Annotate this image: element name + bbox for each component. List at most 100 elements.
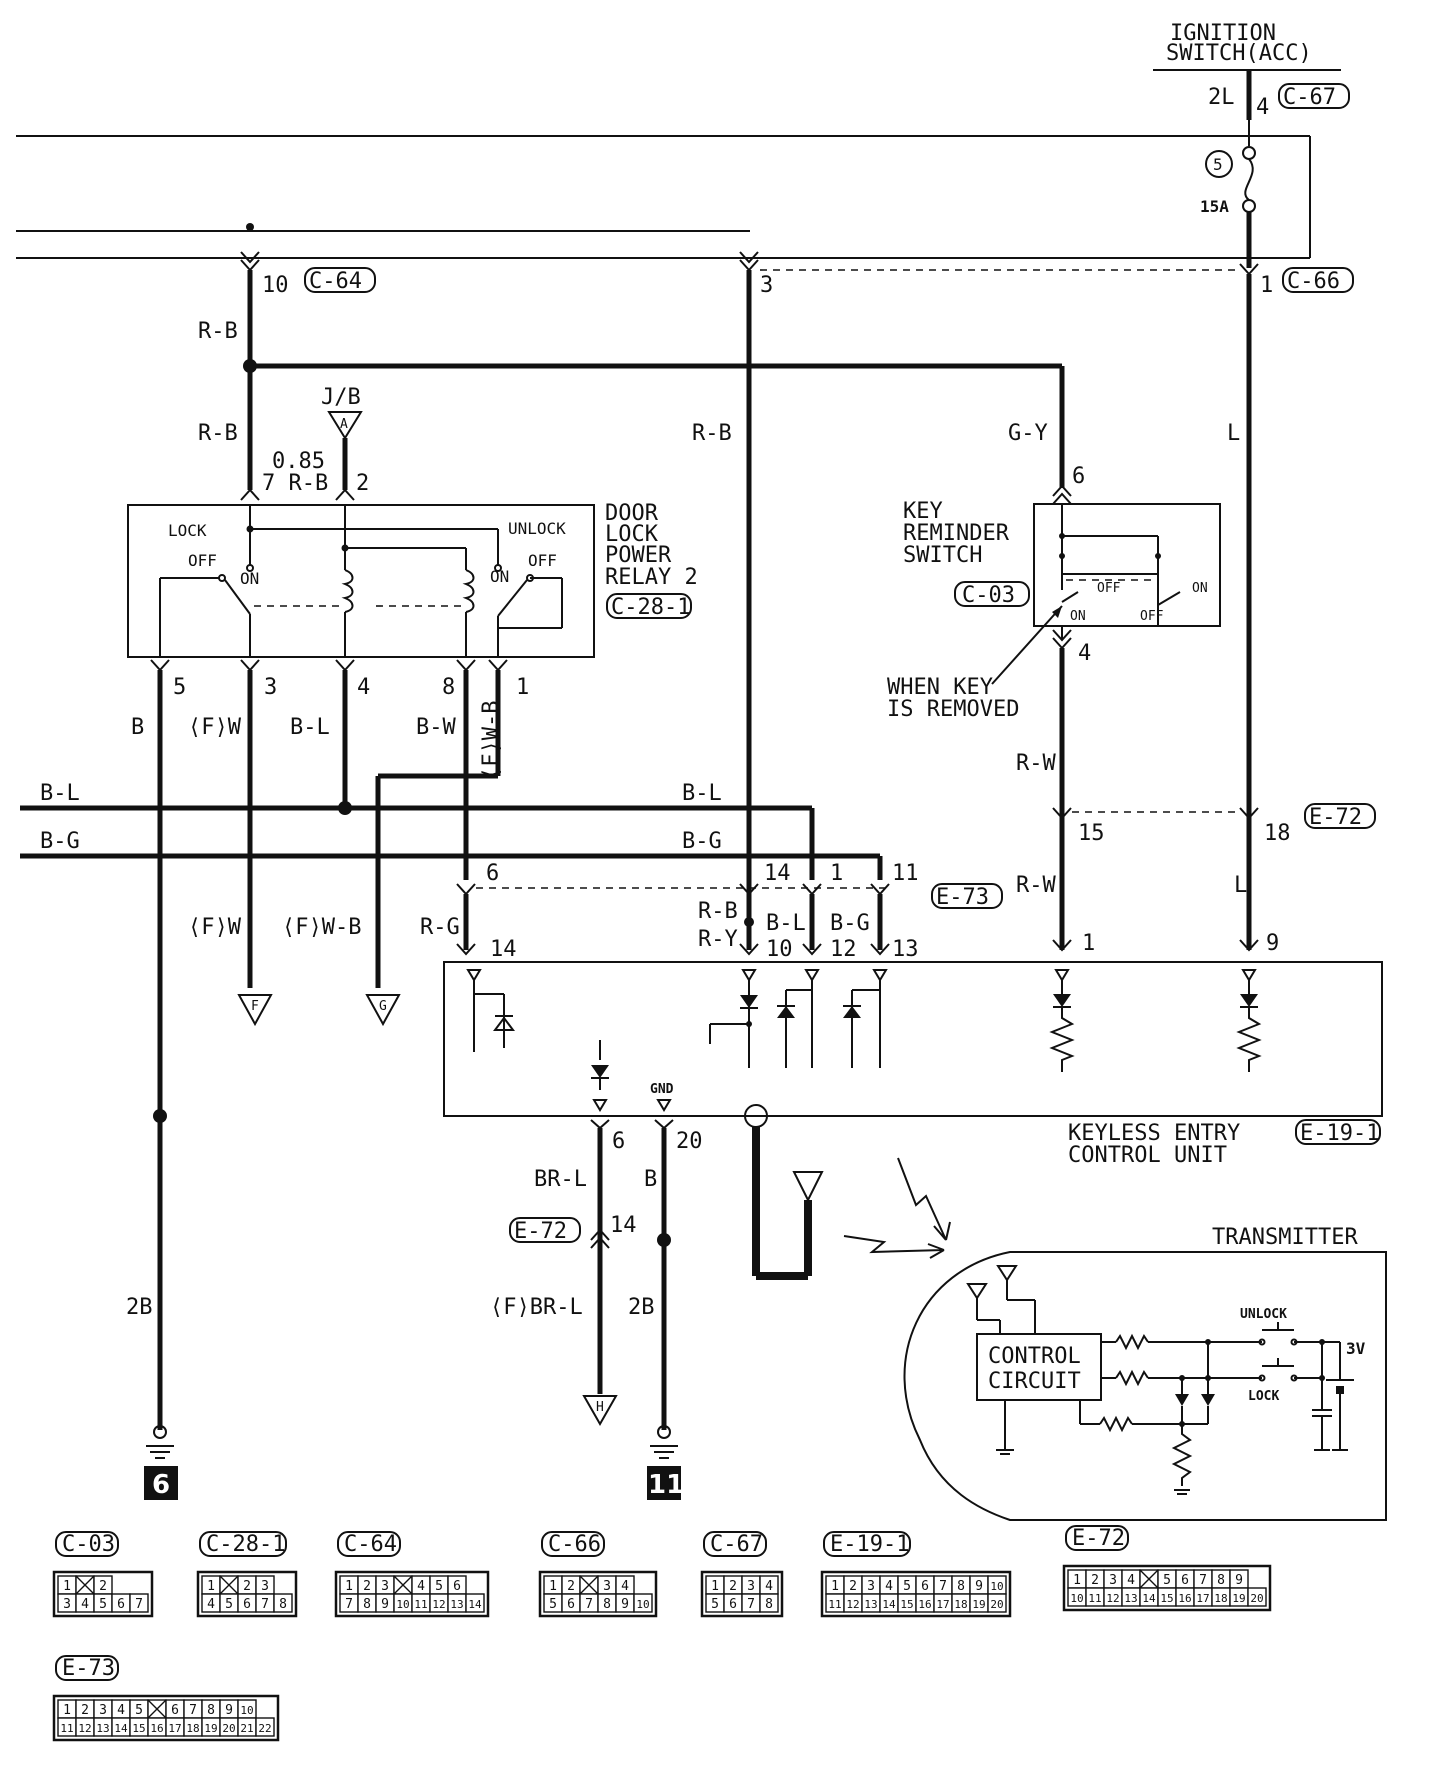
- connector-pin: 22: [258, 1722, 271, 1735]
- connector-pin: 8: [1217, 1573, 1225, 1588]
- connector-pin: 13: [450, 1598, 463, 1611]
- connector-pin: 19: [204, 1722, 217, 1735]
- connector-pin: 8: [603, 1597, 611, 1612]
- relay-name-3: POWER: [605, 543, 672, 568]
- wire-brl: BR-L: [534, 1167, 587, 1192]
- bus-bl-left: B-L: [40, 781, 80, 806]
- relay-output-wires: [153, 670, 501, 1430]
- ignition-switch: IGNITION SWITCH(ACC) 2L 4 C-67: [1153, 21, 1350, 120]
- connector-pin: 7: [345, 1597, 353, 1612]
- connector-pin: 12: [432, 1598, 445, 1611]
- connector-tag-e72-a: E-72: [1304, 803, 1376, 830]
- connector-pin: 4: [207, 1597, 215, 1612]
- svg-text:C-03: C-03: [962, 583, 1015, 608]
- wire-2l: 2L: [1208, 85, 1235, 110]
- connector-pin: 6: [453, 1579, 461, 1594]
- wire-rb-upper: R-B: [198, 319, 238, 344]
- connector-pin: 2: [849, 1579, 857, 1594]
- connector-pin: 11: [414, 1598, 427, 1611]
- door-lock-power-relay: DOOR LOCK POWER RELAY 2 C-28-1 LOCK UNLO…: [127, 501, 698, 658]
- pin-4: 4: [1256, 95, 1269, 120]
- connector-pin: 5: [903, 1579, 911, 1594]
- svg-text:C-66: C-66: [1287, 269, 1340, 294]
- wire-gy: G-Y: [1008, 421, 1048, 446]
- svg-text:G: G: [379, 999, 387, 1014]
- bus-bl-right: B-L: [682, 781, 722, 806]
- connector-pin: 13: [1124, 1592, 1137, 1605]
- ecu-bottom-wires: 6 20 BR-L B E-72 14 ⟨F⟩BR-L 2B H: [490, 1119, 703, 1430]
- connector-view-tag: E-19-1: [830, 1532, 909, 1557]
- when-key-1: WHEN KEY: [887, 675, 993, 700]
- connector-pin: 1: [831, 1579, 839, 1594]
- connector-view-tag: C-66: [548, 1532, 601, 1557]
- connector-pin: 16: [150, 1722, 163, 1735]
- krs-off-2: OFF: [1140, 609, 1164, 624]
- connector-pin: 8: [363, 1597, 371, 1612]
- connector-pin: 7: [189, 1703, 197, 1718]
- connector-pin: 14: [882, 1598, 896, 1611]
- connector-view-tag: C-64: [344, 1532, 397, 1557]
- rw-l-wires: R-W 15 18 E-72 R-W L 1 9: [1016, 648, 1376, 956]
- connector-pin: 14: [114, 1722, 128, 1735]
- pin-10-ecu: 10: [766, 937, 793, 962]
- keyless-entry-control-unit: KEYLESS ENTRY CONTROL UNIT E-19-1: [443, 961, 1383, 1168]
- wire-fbrl: ⟨F⟩BR-L: [490, 1295, 583, 1320]
- tx-lock-label: LOCK: [1248, 1389, 1279, 1404]
- connector-pin: 12: [78, 1722, 91, 1735]
- ecu-name-1: KEYLESS ENTRY: [1068, 1121, 1240, 1146]
- connector-pin: 5: [1163, 1573, 1171, 1588]
- connector-pin: 13: [864, 1598, 877, 1611]
- connector-pin: 6: [729, 1597, 737, 1612]
- connector-pin: 11: [60, 1722, 73, 1735]
- pin-3: 3: [264, 675, 277, 700]
- transmitter-title: TRANSMITTER: [1212, 1225, 1358, 1250]
- pin-1: 1: [516, 675, 529, 700]
- lower-wire-labels: ⟨F⟩W ⟨F⟩W-B R-G R-B R-Y B-L B-G 14 10 12…: [188, 899, 919, 962]
- connector-pin: 6: [921, 1579, 929, 1594]
- terminal-h: H: [582, 1395, 618, 1427]
- connector-pin: 17: [1196, 1592, 1209, 1605]
- connector-pin: 7: [939, 1579, 947, 1594]
- connector-pin: 7: [747, 1597, 755, 1612]
- svg-text:E-72: E-72: [1309, 805, 1362, 830]
- connector-pin: 4: [81, 1597, 89, 1612]
- connector-pin: 9: [1235, 1573, 1243, 1588]
- connector-tag-c64: C-64: [304, 267, 376, 294]
- connector-tag-e72-b: E-72: [509, 1217, 581, 1244]
- main-wires: R-B R-B R-B G-Y L 6: [198, 270, 1252, 950]
- connector-pin: 12: [1106, 1592, 1119, 1605]
- connector-tag-e19-1: E-19-1: [1295, 1119, 1381, 1146]
- connector-pin: 8: [765, 1597, 773, 1612]
- connector-pin: 7: [135, 1597, 143, 1612]
- relay-unlock-label: UNLOCK: [508, 519, 566, 538]
- krs-on-1: ON: [1192, 581, 1208, 596]
- jb-label: J/B: [321, 385, 361, 410]
- connector-pin: 1: [63, 1579, 71, 1594]
- wire-bl: B-L: [290, 715, 330, 740]
- connector-pin: 5: [99, 1597, 107, 1612]
- krs-name-2: REMINDER: [903, 521, 1010, 546]
- wire-fw: ⟨F⟩W: [188, 715, 242, 740]
- bus-bg-left: B-G: [40, 829, 80, 854]
- connector-tag-e73: E-73: [931, 883, 1003, 910]
- connector-pin: 3: [603, 1579, 611, 1594]
- wire-fwb-lower: ⟨F⟩W-B: [282, 915, 361, 940]
- connector-pin: 5: [225, 1597, 233, 1612]
- connector-pin: 6: [171, 1703, 179, 1718]
- transmitter: TRANSMITTER CONTROL CIRCUIT: [903, 1225, 1387, 1521]
- wire-2b-right: 2B: [628, 1295, 655, 1320]
- pin-14-e72: 14: [610, 1213, 637, 1238]
- when-key-2: IS REMOVED: [887, 697, 1019, 722]
- pin-2: 2: [356, 471, 369, 496]
- wire-rw-upper: R-W: [1016, 751, 1056, 776]
- connector-pin: 1: [549, 1579, 557, 1594]
- ecu-gnd-label: GND: [650, 1082, 674, 1097]
- connector-pin: 3: [867, 1579, 875, 1594]
- connector-pin: 14: [1142, 1592, 1156, 1605]
- pin-15: 15: [1078, 821, 1105, 846]
- pin-4: 4: [357, 675, 370, 700]
